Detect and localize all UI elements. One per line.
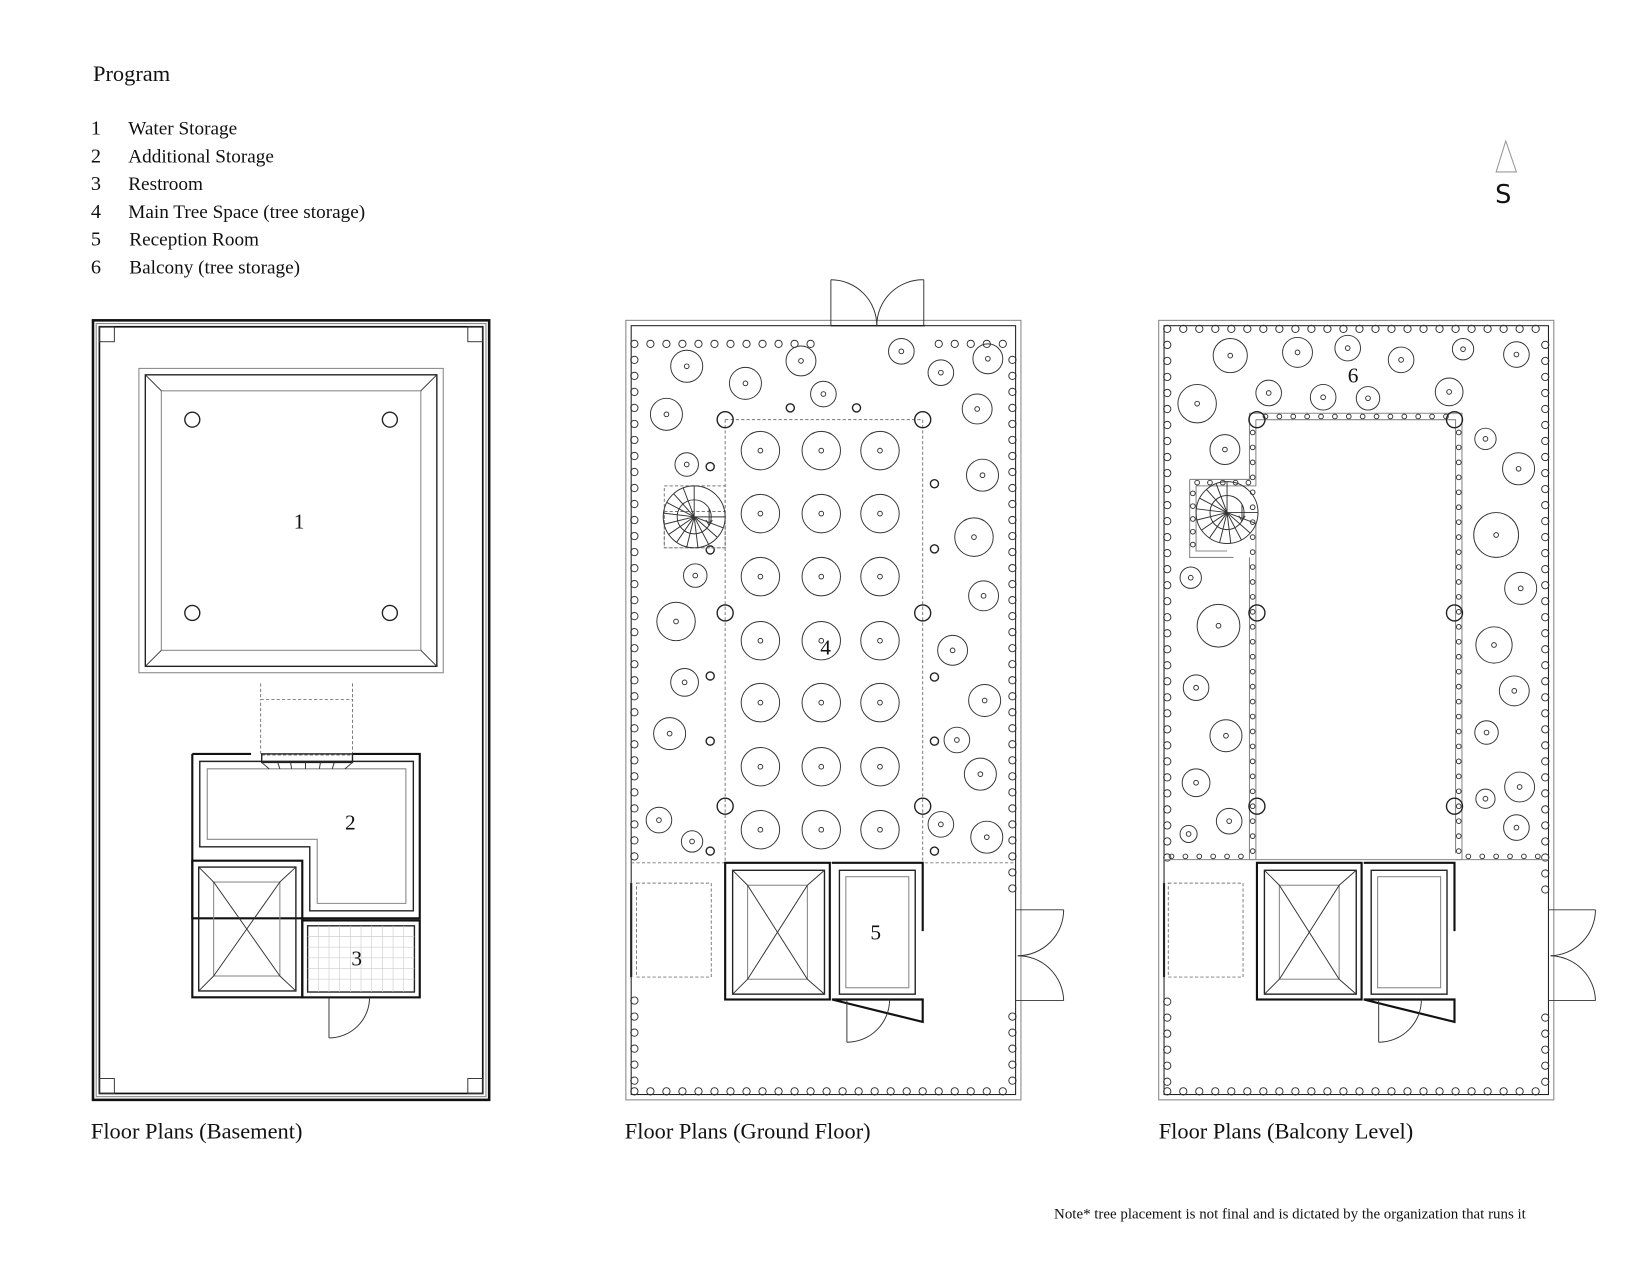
structural-columns	[716, 410, 932, 815]
room-label-1: 1	[294, 510, 305, 534]
legend-item-5: 5 Reception Room	[91, 229, 259, 251]
legend-item-2: 2 Additional Storage	[91, 145, 274, 167]
balcony-trees	[1177, 334, 1538, 844]
legend-label: Additional Storage	[128, 146, 274, 167]
ground-entrance-door[interactable]	[830, 279, 925, 327]
balcony-reception-door[interactable]	[1378, 999, 1422, 1043]
room-label-2: 2	[345, 811, 356, 835]
perimeter-posts	[630, 339, 1017, 1096]
legend-number: 4	[91, 201, 101, 223]
restroom: 3	[301, 919, 421, 1039]
perimeter-posts	[1163, 324, 1550, 1096]
legend-item-6: 6 Balcony (tree storage)	[91, 256, 300, 278]
balcony-shaft	[1255, 861, 1363, 1001]
room-label-5: 5	[870, 921, 881, 945]
legend-number: 3	[91, 173, 101, 195]
legend-item-1: 1 Water Storage	[91, 118, 237, 140]
spiral-stair	[662, 485, 726, 549]
legend-title: Program	[93, 61, 171, 86]
tree-placement-note: Note* tree placement is not final and is…	[1054, 1206, 1527, 1222]
north-arrow-triangle-icon	[1495, 139, 1518, 173]
tree-grid	[740, 430, 900, 850]
reception-room: 5	[831, 861, 924, 1043]
ground-side-door[interactable]	[1015, 909, 1065, 1002]
legend-item-3: 3 Restroom	[91, 173, 203, 195]
railing-posts	[1168, 413, 1541, 860]
balcony-side-door[interactable]	[1548, 909, 1596, 1002]
ground-floor-caption: Floor Plans (Ground Floor)	[625, 1118, 871, 1143]
balcony-spiral-stair	[1195, 481, 1259, 545]
basement-caption: Floor Plans (Basement)	[91, 1118, 303, 1143]
legend-label: Main Tree Space (tree storage)	[128, 202, 365, 223]
legend-number: 5	[91, 229, 101, 251]
ground-floor-plan: 5 4 Floor Plans (Ground Floor)	[625, 279, 1065, 1143]
balcony-columns	[1248, 410, 1464, 815]
legend-label: Reception Room	[129, 230, 259, 251]
room-label-6: 6	[1348, 363, 1359, 387]
balcony-railing	[1164, 412, 1549, 861]
legend-number: 2	[91, 145, 101, 167]
balcony-plan: 6 Floor Plans (Balcony Level)	[1158, 319, 1596, 1143]
reception-door[interactable]	[846, 999, 891, 1043]
water-storage-tank: 1	[138, 367, 444, 674]
restroom-door[interactable]	[328, 997, 371, 1039]
legend-number: 1	[91, 118, 101, 140]
room-label-4: 4	[820, 636, 831, 660]
balcony-caption: Floor Plans (Balcony Level)	[1159, 1118, 1414, 1143]
legend-label: Water Storage	[128, 119, 237, 140]
additional-storage: 2	[191, 752, 421, 920]
ground-shaft	[724, 861, 831, 1001]
program-legend: Program 1 Water Storage 2 Additional Sto…	[91, 61, 365, 278]
legend-label: Balcony (tree storage)	[129, 257, 300, 278]
room-label-3: 3	[351, 946, 362, 970]
balcony-reception-below	[1363, 861, 1456, 1043]
legend-number: 6	[91, 256, 101, 278]
basement-plan: 1 2	[91, 319, 491, 1143]
north-arrow: S	[1495, 139, 1518, 210]
north-arrow-label: S	[1495, 180, 1511, 210]
legend-item-4: 4 Main Tree Space (tree storage)	[91, 201, 365, 223]
basement-shaft	[191, 859, 304, 999]
scattered-trees	[645, 338, 1004, 856]
legend-label: Restroom	[128, 174, 203, 195]
